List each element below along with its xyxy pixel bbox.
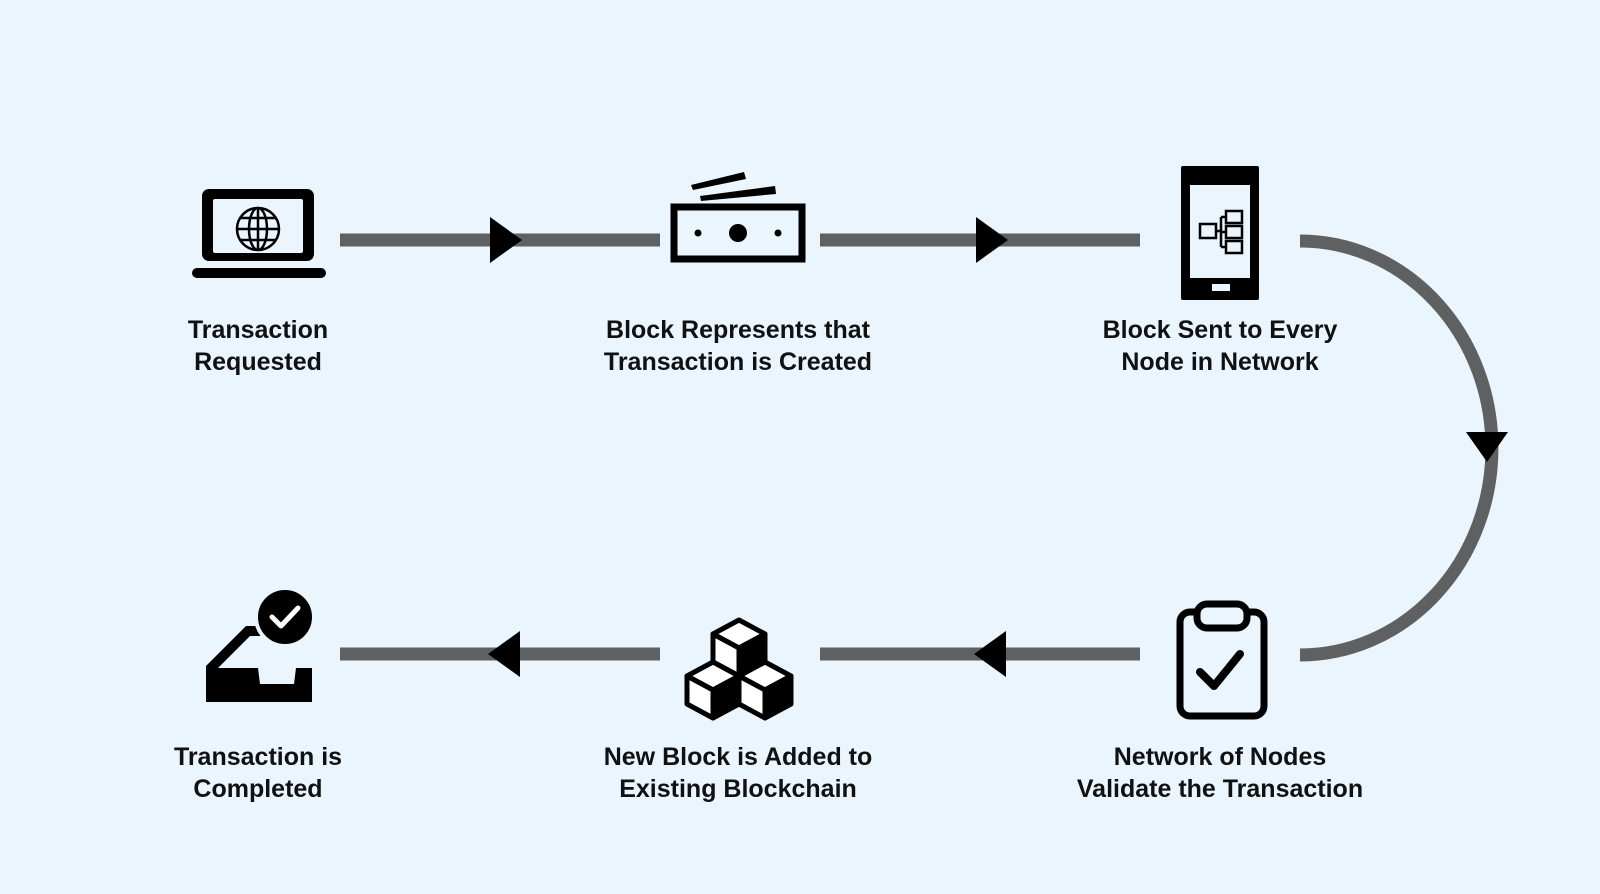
label-line: Existing Blockchain [619,775,857,803]
arrow-down-icon [1466,432,1508,462]
clipboard-check-icon [1176,600,1268,720]
label-line: Transaction [187,316,329,344]
phone-network-icon [1181,166,1259,300]
cash-note-icon [670,172,806,263]
arrow-right-icon [976,217,1008,263]
label-line: Block Sent to Every [1102,316,1338,344]
step-label-block-created: Block Represents that Transaction is Cre… [578,314,898,378]
step-label-nodes-validate: Network of Nodes Validate the Transactio… [1060,741,1380,805]
connector-step1-to-step2 [340,217,660,263]
stacked-blocks-icon [684,617,794,721]
label-line: Node in Network [1121,348,1319,376]
arrow-right-icon [490,217,522,263]
label-line: Network of Nodes [1113,743,1327,771]
step-label-block-added: New Block is Added to Existing Blockchai… [578,741,898,805]
step-label-block-sent: Block Sent to Every Node in Network [1060,314,1380,378]
label-line: Block Represents that [606,316,870,344]
connector-step5-to-step6 [340,631,660,677]
label-line: Transaction is [173,743,343,771]
label-line: Transaction is Created [603,348,873,376]
label-line: Completed [193,775,323,803]
laptop-globe-icon [192,189,326,278]
step-label-transaction-completed: Transaction is Completed [98,741,418,805]
connector-curve [1299,234,1499,662]
connector-step4-to-step5 [820,631,1140,677]
label-line: Requested [194,348,322,376]
inbox-check-icon [206,586,316,702]
label-line: New Block is Added to [603,743,873,771]
label-line: Validate the Transaction [1076,775,1364,803]
connector-step3-to-step4 [1299,234,1508,662]
arrow-left-icon [488,631,520,677]
step-label-transaction-requested: Transaction Requested [98,314,418,378]
connector-step2-to-step3 [820,217,1140,263]
arrow-left-icon [974,631,1006,677]
